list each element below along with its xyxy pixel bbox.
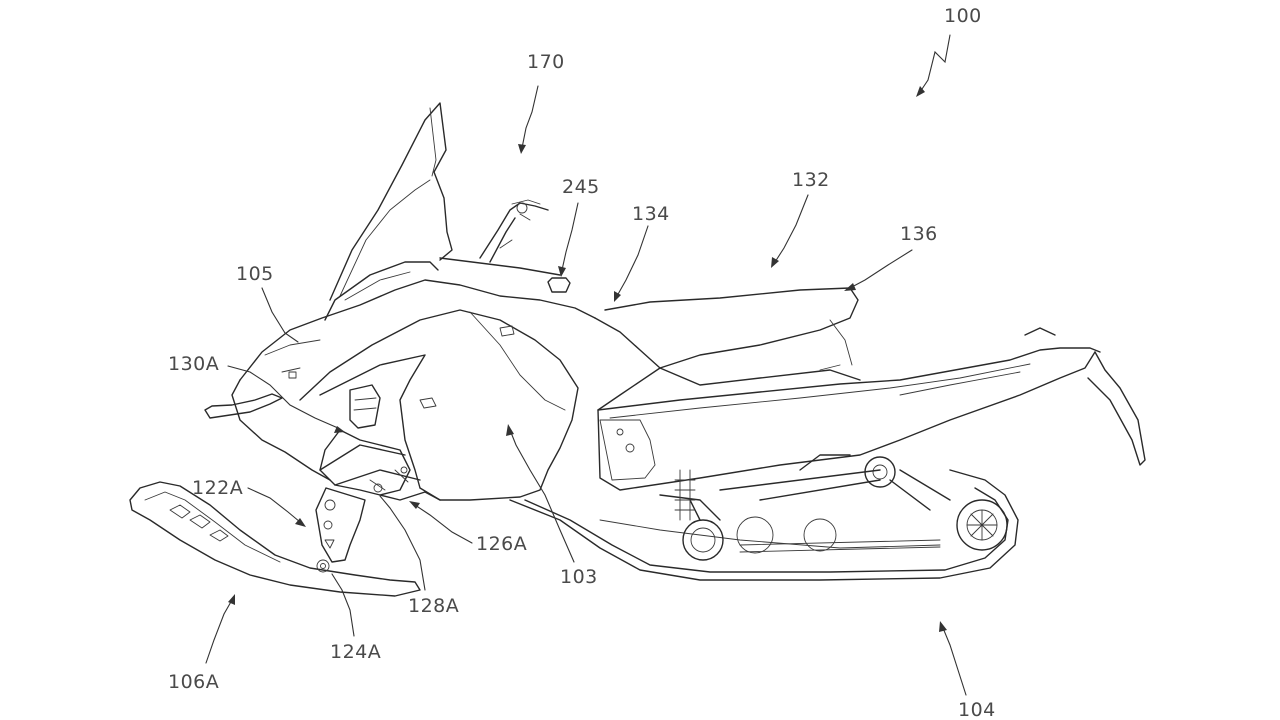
leader-132 (774, 194, 809, 263)
front-bumper (204, 393, 283, 419)
leader-122A (247, 487, 301, 523)
tunnel-body (594, 317, 1146, 491)
label-105: 105 (236, 263, 274, 285)
snowmobile-drawing (129, 102, 1146, 597)
ski (129, 481, 421, 597)
leader-103 (509, 429, 575, 563)
leader-105 (261, 287, 299, 343)
leader-170 (521, 85, 539, 149)
leader-245 (561, 202, 579, 271)
track (509, 454, 1019, 581)
leader-106A (205, 599, 233, 664)
leader-134 (616, 225, 649, 297)
side-panel (299, 309, 579, 501)
label-245: 245 (562, 176, 600, 198)
label-134: 134 (632, 203, 670, 225)
label-170: 170 (527, 51, 565, 73)
seat (604, 287, 861, 386)
label-104: 104 (958, 699, 996, 720)
handlebar (439, 199, 561, 276)
leader-130A (227, 365, 339, 429)
label-124A: 124A (330, 641, 381, 663)
label-136: 136 (900, 223, 938, 245)
label-122A: 122A (192, 477, 243, 499)
label-100: 100 (944, 5, 982, 27)
leader-124A (331, 573, 355, 637)
leader-lines (205, 34, 967, 696)
leader-128A (379, 495, 426, 591)
label-132: 132 (792, 169, 830, 191)
label-103: 103 (560, 566, 598, 588)
label-106A: 106A (168, 671, 219, 693)
hood (231, 261, 596, 481)
front-suspension (315, 384, 441, 563)
leader-100 (919, 34, 951, 93)
label-126A: 126A (476, 533, 527, 555)
leader-104 (942, 627, 967, 696)
leader-126A (414, 504, 473, 544)
dash-component (547, 277, 571, 293)
reference-labels: 100 170 245 134 132 136 105 130A 122A 12… (168, 5, 996, 720)
windshield (329, 102, 453, 301)
label-130A: 130A (168, 353, 219, 375)
label-128A: 128A (408, 595, 459, 617)
leader-136 (849, 249, 913, 289)
